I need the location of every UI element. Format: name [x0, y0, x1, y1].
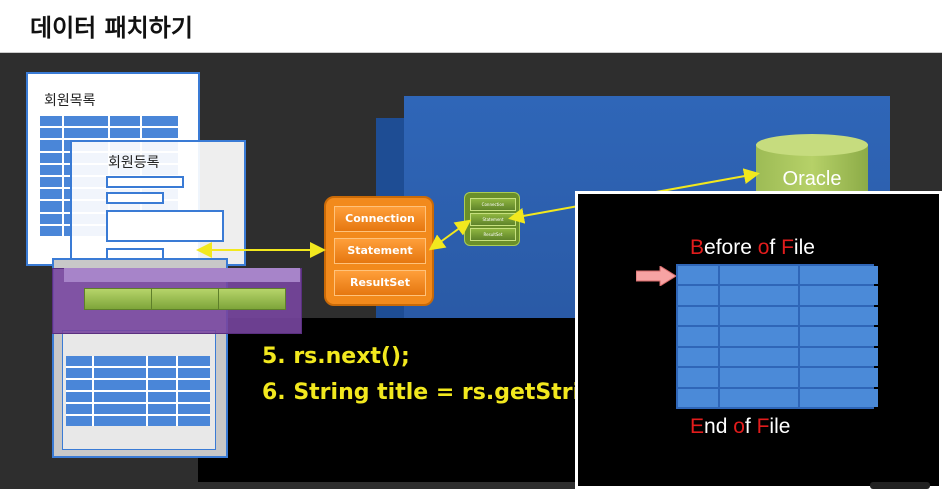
scroll-indicator: [870, 482, 930, 489]
page-title: 데이터 패치하기: [30, 14, 193, 42]
bof-letter-b: B: [690, 236, 705, 259]
statement-item: Statement: [334, 238, 426, 264]
fetched-row: [84, 288, 286, 310]
eof-text-2: f: [744, 415, 757, 438]
register-field-1: [106, 176, 184, 188]
member-list-label: 회원목록: [44, 93, 96, 109]
bof-text-3: ile: [793, 236, 815, 259]
row-pointer-arrow: [636, 266, 676, 286]
oracle-label: Oracle: [782, 168, 842, 190]
resultset-item: ResultSet: [334, 270, 426, 296]
oracle-cylinder-top: [756, 134, 868, 156]
fetch-cursor-bar-top: [64, 268, 300, 282]
detail-grid: [66, 356, 210, 426]
bof-letter-f: F: [781, 236, 794, 259]
connection-item: Connection: [334, 206, 426, 232]
bof-letter-o: o: [757, 236, 770, 259]
bof-label: Before of File: [690, 236, 815, 260]
statement-to-db-arrow: [428, 219, 472, 251]
title-bar: 데이터 패치하기: [0, 0, 942, 53]
code-line-5: 5. rs.next();: [262, 344, 410, 369]
bof-text-1: efore: [704, 236, 758, 259]
eof-label: End of File: [690, 415, 790, 439]
eof-letter-o: o: [733, 415, 745, 438]
db-side-stack: Connection Statement ResultSet: [464, 192, 520, 246]
register-field-3: [106, 210, 224, 242]
eof-letter-e: E: [690, 415, 705, 438]
db-statement-item: Statement: [470, 213, 516, 226]
connection-stack: Connection Statement ResultSet: [324, 196, 434, 306]
eof-text-3: ile: [769, 415, 791, 438]
member-register-label: 회원등록: [108, 155, 160, 171]
resultset-grid: [676, 264, 878, 409]
register-field-2: [106, 192, 164, 204]
eof-text-1: nd: [704, 415, 734, 438]
eof-letter-f: F: [756, 415, 770, 438]
bof-text-2: f: [769, 236, 782, 259]
code-background: [198, 318, 598, 482]
